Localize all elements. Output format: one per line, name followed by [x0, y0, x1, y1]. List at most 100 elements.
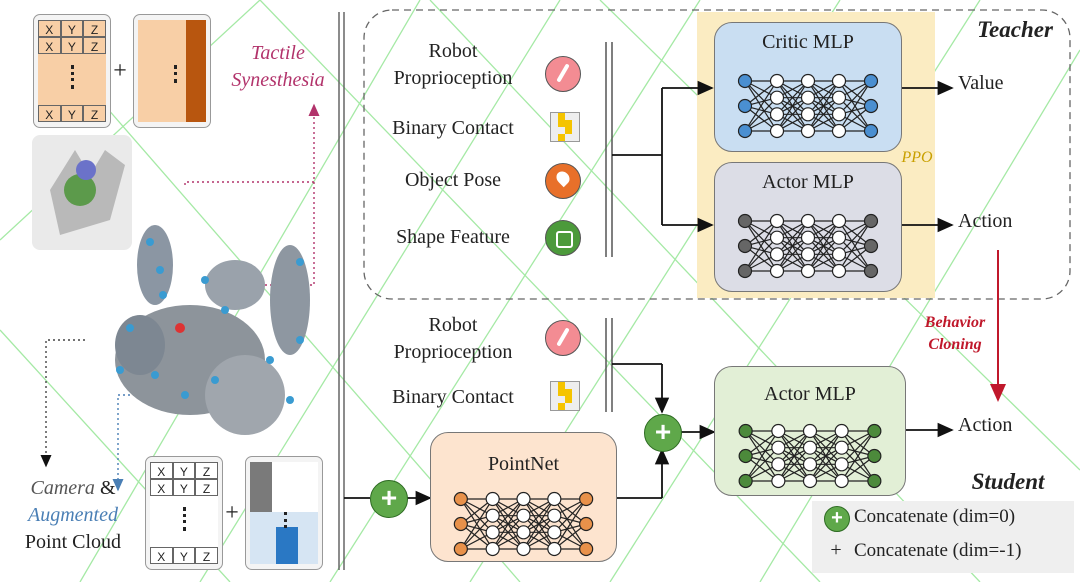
nn-node [769, 107, 785, 122]
nn-node [737, 213, 753, 229]
augmented-label: Augmented [28, 504, 118, 526]
nn-edge [838, 97, 872, 132]
xyz-cell: Y [60, 105, 84, 122]
nn-edge [776, 237, 809, 272]
ellipsis-dots [183, 507, 189, 531]
camera-augmented-label: Camera & Augmented Point Cloud [8, 475, 138, 556]
nn-node [547, 508, 562, 523]
nn-node [834, 423, 849, 439]
camera-label: Camera [30, 477, 95, 499]
nn-node [834, 440, 849, 455]
nn-node [547, 541, 562, 557]
shape-feature-icon [545, 220, 581, 256]
xyz-cell: X [38, 37, 61, 54]
teacher-title: Teacher [977, 17, 1053, 42]
nn-node [453, 541, 468, 557]
nn-node [802, 423, 818, 439]
nn-edge [553, 515, 587, 550]
nn-node [737, 123, 753, 139]
critic-network-icon [737, 73, 879, 139]
nn-node [737, 73, 753, 89]
nn-edge [838, 220, 872, 272]
nn-edge [807, 220, 840, 272]
nn-edge [744, 220, 778, 255]
object-pose-icon [545, 163, 581, 199]
nn-node [863, 123, 879, 139]
nn-edge [460, 498, 494, 550]
legend-concat1-label: Concatenate (dim=-1) [854, 540, 1022, 561]
ppo-label: PPO [901, 149, 933, 166]
student-title: Student [971, 469, 1045, 494]
nn-edge [553, 498, 587, 550]
pointnet-network-icon [453, 491, 594, 557]
nn-node [769, 73, 785, 89]
nn-node [834, 457, 849, 472]
nn-edge [807, 80, 840, 132]
nn-edge [745, 430, 779, 465]
nn-edge [841, 430, 875, 465]
nn-edge [523, 515, 555, 550]
nn-edge [492, 498, 524, 533]
nn-edge [744, 80, 778, 115]
nn-node [769, 213, 785, 229]
nn-node [831, 263, 847, 279]
nn-node [485, 541, 500, 557]
nn-edge [523, 498, 555, 533]
nn-node [579, 491, 594, 507]
teacher-binary-contact-label: Binary Contact [392, 117, 514, 139]
nn-edge [776, 80, 809, 115]
nn-node [737, 238, 753, 254]
tactile-table-top [133, 14, 211, 128]
nn-edge [776, 220, 809, 255]
xyz-cell: X [38, 105, 61, 122]
nn-edge [838, 80, 872, 132]
nn-edge [744, 80, 778, 132]
nn-node [737, 263, 753, 279]
student-binary-contact-label: Binary Contact [392, 386, 514, 408]
nn-node [863, 73, 879, 89]
ampersand: & [94, 477, 116, 499]
nn-node [485, 525, 500, 540]
xyz-cell: Y [172, 462, 196, 479]
xyz-cell: X [38, 20, 61, 37]
legend: + Concatenate (dim=0) + Concatenate (dim… [812, 501, 1074, 573]
nn-node [831, 73, 847, 89]
nn-node [516, 541, 531, 557]
nn-edge [492, 515, 524, 550]
point-cloud-image [115, 225, 310, 435]
nn-node [863, 98, 879, 114]
nn-edge [807, 237, 840, 272]
xyz-cell: Z [83, 37, 106, 54]
nn-node [769, 263, 785, 279]
nn-node [867, 423, 882, 439]
plus-sign-bottom: + [225, 500, 239, 526]
nn-node [771, 457, 786, 472]
teacher-actor-mlp-title: Actor MLP [762, 171, 854, 193]
nn-node [867, 473, 882, 489]
nn-node [863, 213, 879, 229]
nn-node [831, 213, 847, 229]
nn-node [800, 90, 816, 105]
nn-edge [841, 447, 875, 482]
nn-node [771, 423, 786, 439]
nn-node [516, 525, 531, 540]
nn-node [547, 491, 562, 507]
nn-node [863, 263, 879, 279]
nn-node [831, 90, 847, 105]
critic-mlp-title: Critic MLP [762, 31, 854, 53]
nn-edge [838, 237, 872, 272]
nn-node [802, 440, 818, 455]
xyz-cell: Y [172, 547, 196, 564]
pointnet-block: PointNet [430, 432, 617, 562]
nn-edge [460, 515, 494, 550]
nn-node [802, 457, 818, 472]
nn-node [547, 525, 562, 540]
behavior-cloning-label: Behavior Cloning [924, 314, 986, 353]
nn-node [579, 541, 594, 557]
teacher-frame [363, 9, 1071, 300]
teacher-actor-mlp-block: Actor MLP [714, 162, 902, 292]
nn-node [800, 263, 816, 279]
nn-edge [807, 97, 840, 132]
concat-student-icon: + [644, 414, 682, 452]
